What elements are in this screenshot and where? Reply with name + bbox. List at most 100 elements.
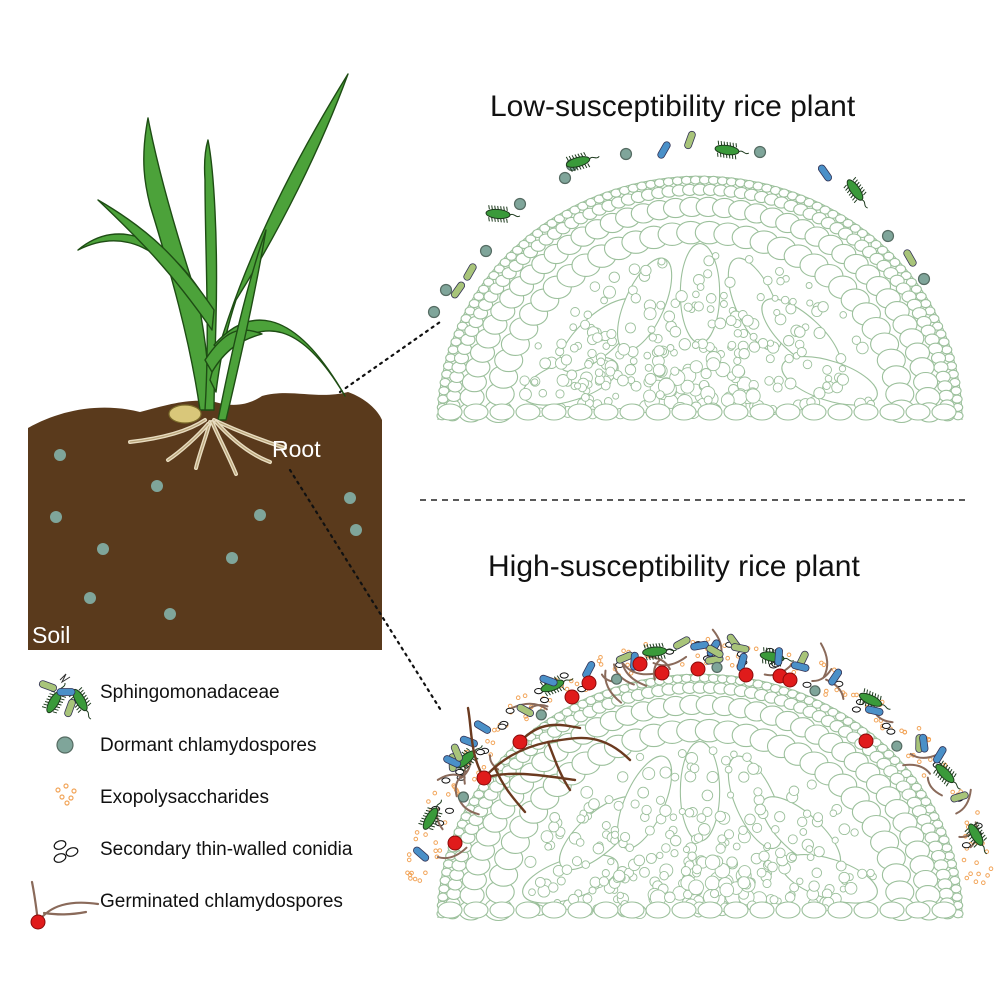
tissue-cell	[571, 856, 583, 867]
tissue-cell	[716, 176, 729, 186]
bacterial-rod	[673, 636, 691, 650]
tissue-cell	[598, 876, 609, 887]
tissue-cell	[717, 834, 727, 844]
tissue-cell	[583, 310, 593, 320]
conidium	[65, 847, 79, 857]
stele-cell	[643, 389, 657, 403]
stele-cell	[657, 377, 675, 395]
bacterial-rod	[933, 746, 947, 764]
base-cell	[931, 901, 957, 919]
tissue-cell	[531, 378, 539, 386]
germinated-chlamydospore	[782, 672, 798, 688]
base-cell	[801, 901, 827, 919]
tissue-cell	[784, 353, 794, 364]
tissue-cell	[724, 276, 736, 288]
tissue-cell	[920, 299, 932, 309]
base-cell	[645, 901, 671, 919]
tissue-cell	[648, 333, 657, 342]
tissue-cell	[876, 743, 889, 753]
bacterial-rod	[64, 698, 76, 718]
tissue-cell	[617, 374, 629, 387]
exopolysaccharide	[974, 860, 979, 866]
tissue-cell	[941, 843, 953, 853]
bacterial-rod	[56, 688, 76, 696]
root-strand-outline	[195, 421, 211, 469]
base-cell	[567, 403, 593, 421]
bacterial-rod	[790, 661, 810, 672]
base-cell	[905, 403, 931, 421]
tissue-cell	[703, 269, 713, 279]
tissue-cell	[556, 374, 570, 387]
base-cell	[489, 901, 515, 919]
tissue-cell	[612, 392, 620, 400]
tissue-cell	[697, 338, 708, 350]
tissue-cell	[698, 823, 711, 836]
rice-seed	[168, 404, 202, 424]
tissue-cell	[806, 779, 817, 790]
exopolysaccharide	[64, 800, 70, 806]
tissue-cell	[616, 891, 624, 900]
tissue-cell	[776, 277, 785, 286]
root-strand-outline	[129, 419, 206, 443]
exopolysaccharide	[409, 870, 414, 876]
stele-cell	[738, 865, 752, 879]
tissue-cell	[784, 892, 796, 903]
tissue-cell	[684, 770, 697, 783]
tissue-cell	[727, 340, 737, 350]
bacterial-rod	[817, 164, 833, 182]
stele-cell	[704, 854, 721, 870]
tissue-cell	[693, 833, 704, 843]
tissue-cell	[589, 281, 601, 292]
tissue-cell	[581, 860, 590, 869]
tissue-cell	[753, 794, 765, 806]
soil-spore	[97, 543, 109, 555]
tissue-cell	[839, 311, 847, 319]
tissue-cell	[643, 307, 657, 321]
tissue-cell	[702, 806, 713, 817]
conidium	[445, 807, 454, 814]
tissue-cell	[876, 245, 889, 255]
tissue-cell	[656, 300, 666, 310]
conidium	[505, 707, 515, 714]
exopolysaccharide	[569, 678, 574, 684]
tissue-cell	[654, 178, 666, 188]
exopolysaccharide	[490, 740, 496, 746]
tissue-cell	[556, 338, 567, 349]
stele-cell	[745, 388, 761, 404]
tissue-cell	[604, 795, 614, 805]
tissue-cell	[647, 325, 656, 334]
bacterial-rod	[516, 703, 535, 717]
tissue-cell	[775, 847, 786, 859]
bacterial-rod	[864, 705, 884, 716]
base-cell	[697, 403, 723, 421]
tissue-cell	[796, 877, 804, 885]
tissue-cell	[691, 341, 700, 349]
tissue-cell	[656, 851, 664, 860]
tissue-cell	[628, 263, 641, 275]
exopolysaccharide	[753, 646, 759, 652]
base-cell	[489, 403, 515, 421]
stele-cell	[709, 889, 720, 899]
exopolysaccharide	[729, 663, 735, 668]
leaf	[204, 329, 263, 373]
tissue-cell	[519, 387, 532, 401]
tissue-cell	[569, 703, 581, 713]
tissue-cell	[657, 257, 666, 266]
base-cell	[749, 403, 775, 421]
tissue-cell	[870, 239, 882, 250]
exopolysaccharide	[981, 880, 986, 886]
tissue-cell	[548, 882, 559, 893]
exopolysaccharide	[695, 653, 701, 659]
tissue-cell	[659, 804, 672, 817]
tissue-cell	[675, 290, 688, 303]
base-cell	[905, 901, 931, 919]
tissue-cell	[813, 846, 825, 858]
conidium	[961, 842, 971, 849]
tissue-cell	[600, 380, 611, 391]
exopolysaccharide	[824, 688, 829, 694]
soil-block	[28, 392, 382, 650]
tissue-cell	[738, 825, 748, 836]
exopolysaccharide	[433, 848, 439, 854]
tissue-cell	[733, 329, 742, 338]
